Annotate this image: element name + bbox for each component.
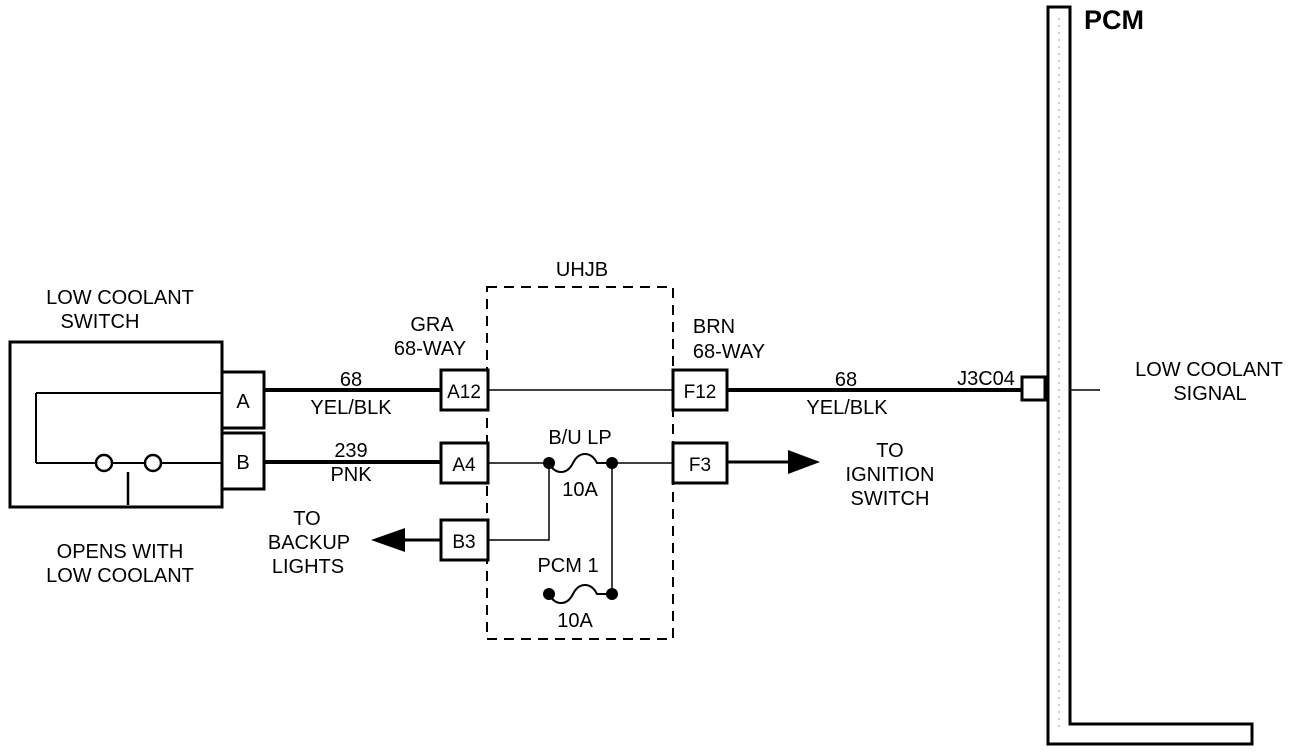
switch-note-line1: OPENS WITH	[57, 541, 184, 563]
pcm-module	[1020, 5, 1254, 746]
wire-power-color: PNK	[330, 464, 372, 486]
pin-a12	[439, 368, 490, 412]
arrow-to-backup-icon	[371, 528, 405, 552]
pin-a12-label: A12	[447, 382, 481, 403]
pin-a4-label: A4	[452, 455, 476, 476]
pin-f12-label: F12	[684, 382, 717, 403]
fuse-pcm1-terminal-left	[543, 588, 555, 600]
ignition-dest-line1: TO	[876, 440, 903, 462]
pcm-connector-pin	[1020, 375, 1047, 402]
backup-dest-line1: TO	[293, 508, 320, 530]
wire-signal-right-color: YEL/BLK	[806, 397, 888, 419]
switch-contact-left	[94, 453, 114, 473]
pcm-connector-label: J3C04	[957, 368, 1015, 390]
pcm-signal-line2: SIGNAL	[1173, 383, 1246, 405]
terminal-b-label: B	[236, 452, 249, 474]
pin-b3	[439, 518, 490, 562]
pin-b3-label: B3	[452, 532, 475, 553]
switch-title-line1: LOW COOLANT	[46, 287, 194, 309]
fuse-pcm1-name: PCM 1	[537, 555, 598, 577]
pcm-signal-line1: LOW COOLANT	[1135, 359, 1283, 381]
ignition-dest-line3: SWITCH	[851, 488, 930, 510]
right-connector-color: BRN	[693, 316, 735, 338]
wire-signal-left-color: YEL/BLK	[310, 397, 392, 419]
terminal-a-label: A	[236, 391, 250, 413]
fuse-pcm1-rating: 10A	[557, 610, 593, 632]
pin-f12	[671, 368, 729, 412]
switch-note-line2: LOW COOLANT	[46, 565, 194, 587]
fuse-bu-lp	[543, 453, 618, 473]
left-connector-type: 68-WAY	[394, 338, 466, 360]
fuse-bu-lp-terminal-right	[606, 457, 618, 469]
wire-signal-right-circuit: 68	[835, 369, 857, 391]
pcm-title: PCM	[1084, 5, 1144, 35]
right-connector-type: 68-WAY	[693, 341, 765, 363]
internal-backup-wire	[488, 463, 550, 541]
switch-contact-right	[143, 453, 163, 473]
pcm-outline	[1046, 5, 1254, 746]
fuse-bu-lp-rating: 10A	[562, 479, 598, 501]
switch-title-line2: SWITCH	[61, 311, 140, 333]
fuse-pcm1-terminal-right	[606, 588, 618, 600]
arrow-to-ignition-icon	[788, 450, 820, 474]
backup-dest-line2: BACKUP	[268, 532, 350, 554]
fuse-bu-lp-element	[548, 453, 612, 473]
left-connector-color: GRA	[410, 314, 454, 336]
fuse-pcm1	[543, 584, 618, 604]
low-coolant-switch: A B	[8, 340, 266, 509]
fuse-pcm1-element	[548, 584, 612, 604]
pin-f3-label: F3	[689, 455, 711, 476]
backup-dest-line3: LIGHTS	[272, 556, 344, 578]
terminal-a	[220, 370, 266, 430]
junction-block-title: UHJB	[556, 259, 608, 281]
fuse-bu-lp-name: B/U LP	[548, 427, 611, 449]
wire-signal-left-circuit: 68	[340, 369, 362, 391]
fuse-bu-lp-terminal-left	[543, 457, 555, 469]
wire-power-circuit: 239	[334, 440, 367, 462]
ignition-dest-line2: IGNITION	[846, 464, 935, 486]
